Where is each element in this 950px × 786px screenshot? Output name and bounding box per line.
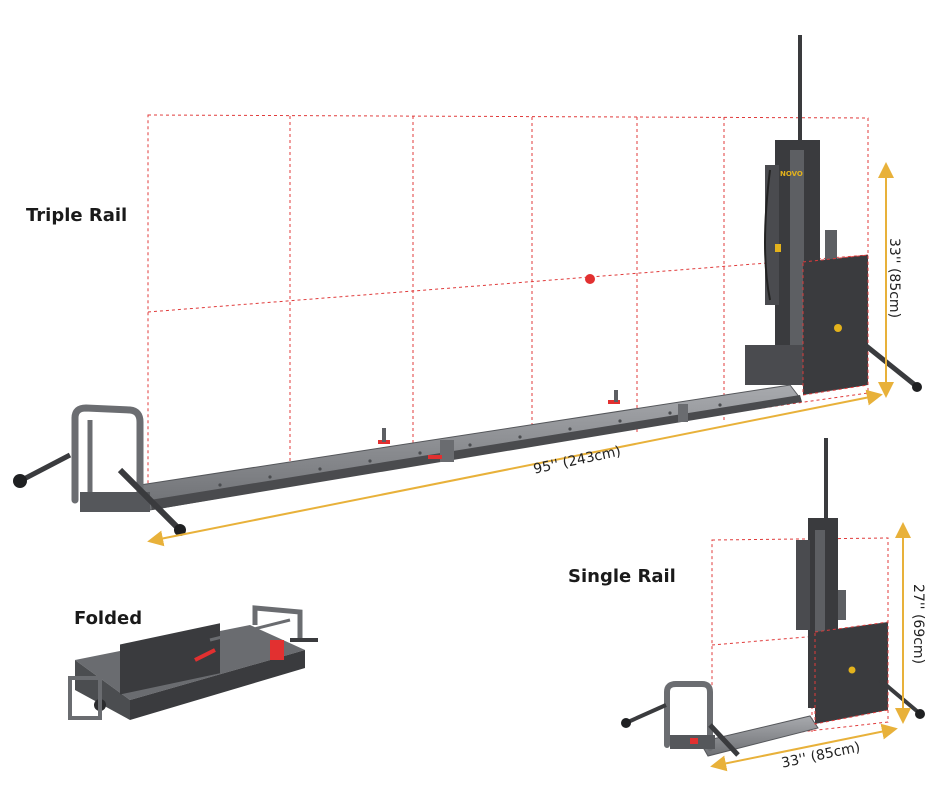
single-height-label: 27'' (69cm) xyxy=(910,584,926,665)
single-width-arrow xyxy=(710,723,898,772)
triple-width-arrow xyxy=(147,389,883,547)
single-rail-device xyxy=(621,438,925,772)
triple-height-label: 33'' (85cm) xyxy=(886,238,902,319)
single-rail-label: Single Rail xyxy=(568,566,676,587)
center-target-dot xyxy=(585,274,595,284)
folded-device xyxy=(68,605,318,720)
triple-rail-device: NOVO xyxy=(13,35,922,547)
logo-text: NOVO xyxy=(780,170,803,178)
folded-label: Folded xyxy=(74,608,143,629)
triple-rail-label: Triple Rail xyxy=(26,205,128,226)
